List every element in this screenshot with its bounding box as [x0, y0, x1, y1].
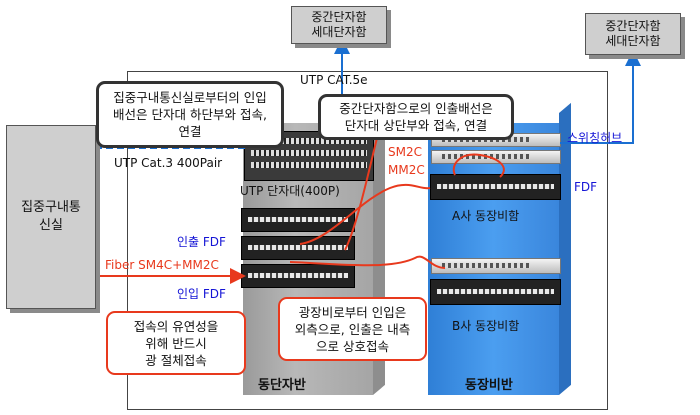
- fiber-loop-a: [452, 153, 505, 178]
- intake-callout-line3: 연결: [178, 124, 202, 139]
- fdf-unit-b: [430, 279, 561, 305]
- rack-a-label: A사 동장비함: [452, 209, 520, 223]
- out-fdf-label: 인출 FDF: [177, 235, 226, 249]
- sm2c-label: SM2C: [388, 145, 422, 159]
- rack-b-label: B사 동장비함: [452, 319, 520, 333]
- fiber-link-b: [289, 255, 446, 269]
- outlet-callout-line1: 중간단자함으로의 인출배선은: [339, 101, 493, 116]
- dong-equip-label: 동장비반: [465, 378, 513, 393]
- outlet-wiring-callout: 중간단자함으로의 인출배선은 단자대 상단부와 접속, 연결: [318, 94, 514, 140]
- central-telecom-room-box: 집중구내통 신실: [6, 125, 96, 309]
- central-telecom-room-line2: 신실: [39, 218, 63, 233]
- dong-panel-label: 동단자반: [258, 378, 306, 393]
- top-box-center-line2: 세대단자함: [311, 25, 367, 39]
- intake-wiring-callout: 집중구내통신실로부터의 인입 배선은 단자대 하단부와 접속, 연결: [96, 81, 284, 148]
- central-telecom-room-line1: 집중구내통: [21, 200, 81, 215]
- top-box-center-line1: 중간단자함: [311, 10, 367, 24]
- fdf-unit-a: [430, 174, 561, 200]
- utp-cat5e-label: UTP CAT.5e: [300, 73, 368, 87]
- flex-callout-line2: 위해 반드시: [145, 335, 207, 351]
- intake-callout-line2: 배선은 단자대 하단부와 접속,: [113, 107, 267, 122]
- top-box-center: 중간단자함 세대단자함: [291, 6, 387, 44]
- intake-callout-line1: 집중구내통신실로부터의 인입: [113, 90, 267, 105]
- fdf-label: FDF: [574, 180, 598, 194]
- top-box-right-line1: 중간단자함: [605, 19, 661, 33]
- utp-cat5e-cable-right: [560, 50, 641, 144]
- fdf-unit-1: [241, 208, 355, 232]
- fdf-unit-3: [241, 264, 355, 288]
- fiber-label: Fiber SM4C+MM2C: [105, 258, 219, 272]
- fdf-unit-2: [241, 236, 355, 260]
- outlet-callout-line2: 단자대 상단부와 접속, 연결: [344, 118, 488, 133]
- fiber-rule-callout-line2: 외측으로, 인출은 내측: [294, 321, 411, 337]
- switch-hub-label: 스위칭허브: [567, 131, 623, 145]
- fiber-link-a: [299, 183, 431, 245]
- fiber-rule-callout-line3: 으로 상호접속: [316, 338, 389, 354]
- in-fdf-label: 인입 FDF: [177, 287, 226, 301]
- fiber-rule-callout-line1: 광장비로부터 인입은: [298, 304, 407, 320]
- top-box-right: 중간단자함 세대단자함: [585, 13, 681, 55]
- flex-callout-line1: 접속의 유연성을: [133, 318, 219, 334]
- sm-mm-label: SM2C MM2C: [388, 143, 425, 179]
- top-box-right-line2: 세대단자함: [605, 34, 661, 48]
- mm2c-label: MM2C: [388, 163, 425, 177]
- flex-callout-line3: 광 절체접속: [145, 352, 207, 368]
- utp-cat3-label: UTP Cat.3 400Pair: [114, 156, 223, 170]
- utp-panel-label: UTP 단자대(400P): [240, 184, 340, 198]
- fiber-rule-callout: 광장비로부터 인입은 외측으로, 인출은 내측 으로 상호접속: [278, 297, 427, 361]
- switch-hub-unit-b: [431, 258, 561, 274]
- flex-connection-callout: 접속의 유연성을 위해 반드시 광 절체접속: [106, 311, 246, 375]
